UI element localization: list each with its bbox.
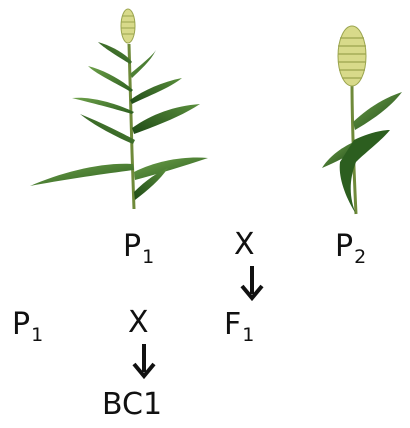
parent1-plant-icon <box>22 4 222 214</box>
bc1-label: BC1 <box>102 390 162 420</box>
down-arrow-icon <box>240 264 264 302</box>
parent2-plant-icon <box>318 22 404 218</box>
cross-symbol-top: X <box>234 230 255 260</box>
parent1-label: P1 <box>123 232 154 267</box>
f1-label: F1 <box>224 310 254 345</box>
backcross-parent-label: P1 <box>12 310 43 345</box>
down-arrow-icon <box>132 342 156 380</box>
parent2-label: P2 <box>335 232 366 267</box>
cross-symbol-bottom: X <box>128 308 149 338</box>
